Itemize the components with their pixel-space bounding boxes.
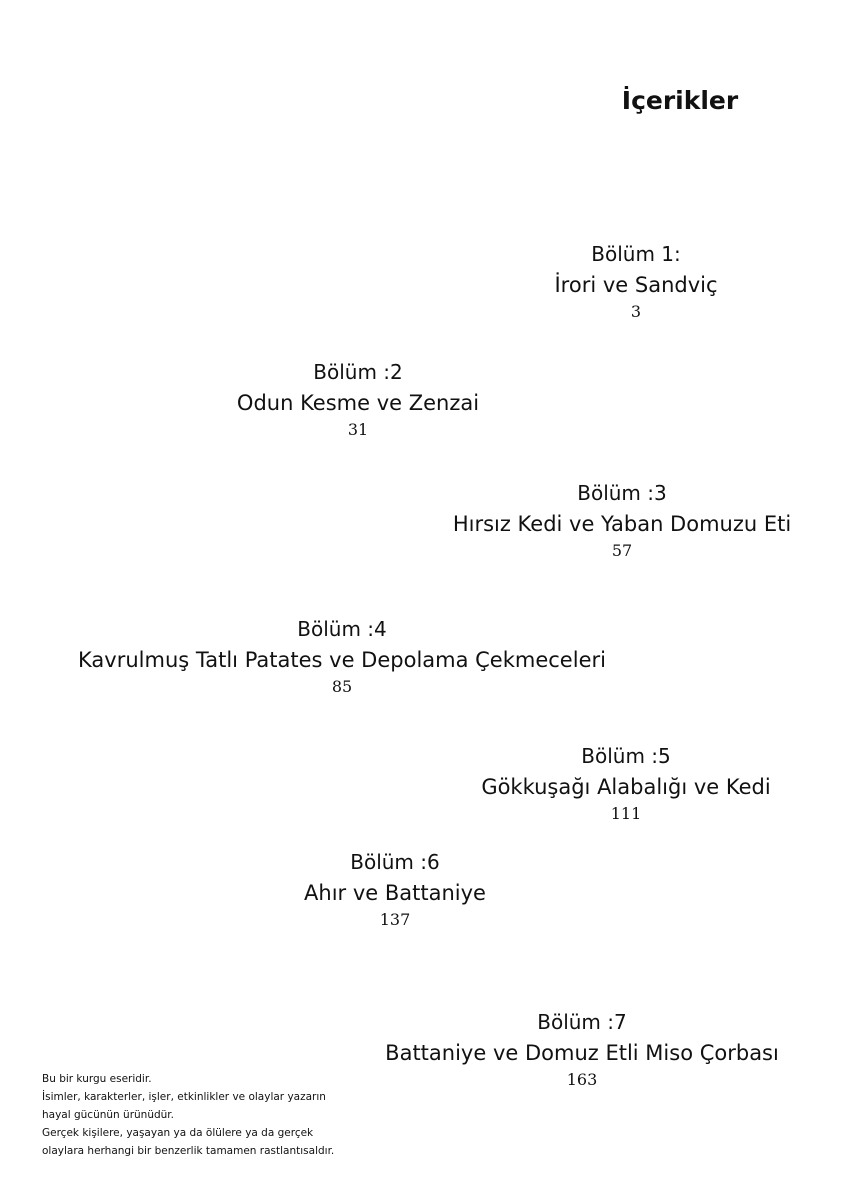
chapter-label: Bölüm :6: [350, 850, 440, 874]
chapter-label: Bölüm :4: [297, 617, 387, 641]
chapter-name: Battaniye ve Domuz Etli Miso Çorbası: [385, 1041, 779, 1065]
disclaimer-line: Gerçek kişilere, yaşayan ya da ölülere y…: [42, 1127, 314, 1139]
chapter-name: Kavrulmuş Tatlı Patates ve Depolama Çekm…: [78, 648, 606, 672]
chapter-page-number: 31: [347, 420, 369, 439]
disclaimer-line: İsimler, karakterler, işler, etkinlikler…: [42, 1091, 326, 1103]
chapter-label: Bölüm :5: [581, 744, 671, 768]
chapter-label: Bölüm 1:: [591, 242, 681, 266]
chapter-entry-7: Bölüm :7 Battaniye ve Domuz Etli Miso Ço…: [385, 1010, 779, 1090]
chapter-page-number: 85: [331, 677, 353, 696]
chapter-name: Ahır ve Battaniye: [304, 881, 486, 905]
chapter-page-number: 57: [611, 541, 633, 560]
chapter-page-number: 3: [630, 302, 642, 321]
chapter-label: Bölüm :2: [313, 360, 403, 384]
chapter-name: İrori ve Sandviç: [554, 273, 718, 297]
chapter-entry-4: Bölüm :4 Kavrulmuş Tatlı Patates ve Depo…: [78, 617, 606, 697]
disclaimer-note: Bu bir kurgu eseridir. İsimler, karakter…: [42, 1070, 362, 1160]
chapter-entry-2: Bölüm :2 Odun Kesme ve Zenzai 31: [237, 360, 479, 440]
chapter-label: Bölüm :7: [537, 1010, 627, 1034]
chapter-entry-6: Bölüm :6 Ahır ve Battaniye 137: [304, 850, 486, 930]
chapter-page-number: 163: [566, 1070, 598, 1089]
chapter-name: Hırsız Kedi ve Yaban Domuzu Eti: [452, 512, 792, 536]
chapter-label: Bölüm :3: [577, 481, 667, 505]
chapter-entry-5: Bölüm :5 Gökkuşağı Alabalığı ve Kedi 111: [481, 744, 770, 824]
chapter-entry-1: Bölüm 1: İrori ve Sandviç 3: [554, 242, 717, 322]
disclaimer-line: hayal gücünün ürünüdür.: [42, 1109, 174, 1121]
disclaimer-line: olaylara herhangi bir benzerlik tamamen …: [42, 1145, 335, 1157]
chapter-page-number: 111: [610, 804, 642, 823]
disclaimer-line: Bu bir kurgu eseridir.: [42, 1073, 152, 1085]
chapter-page-number: 137: [379, 910, 411, 929]
chapter-entry-3: Bölüm :3 Hırsız Kedi ve Yaban Domuzu Eti…: [453, 481, 791, 561]
page-title: İçerikler: [621, 86, 739, 115]
chapter-name: Odun Kesme ve Zenzai: [236, 391, 480, 415]
chapter-name: Gökkuşağı Alabalığı ve Kedi: [481, 775, 771, 799]
